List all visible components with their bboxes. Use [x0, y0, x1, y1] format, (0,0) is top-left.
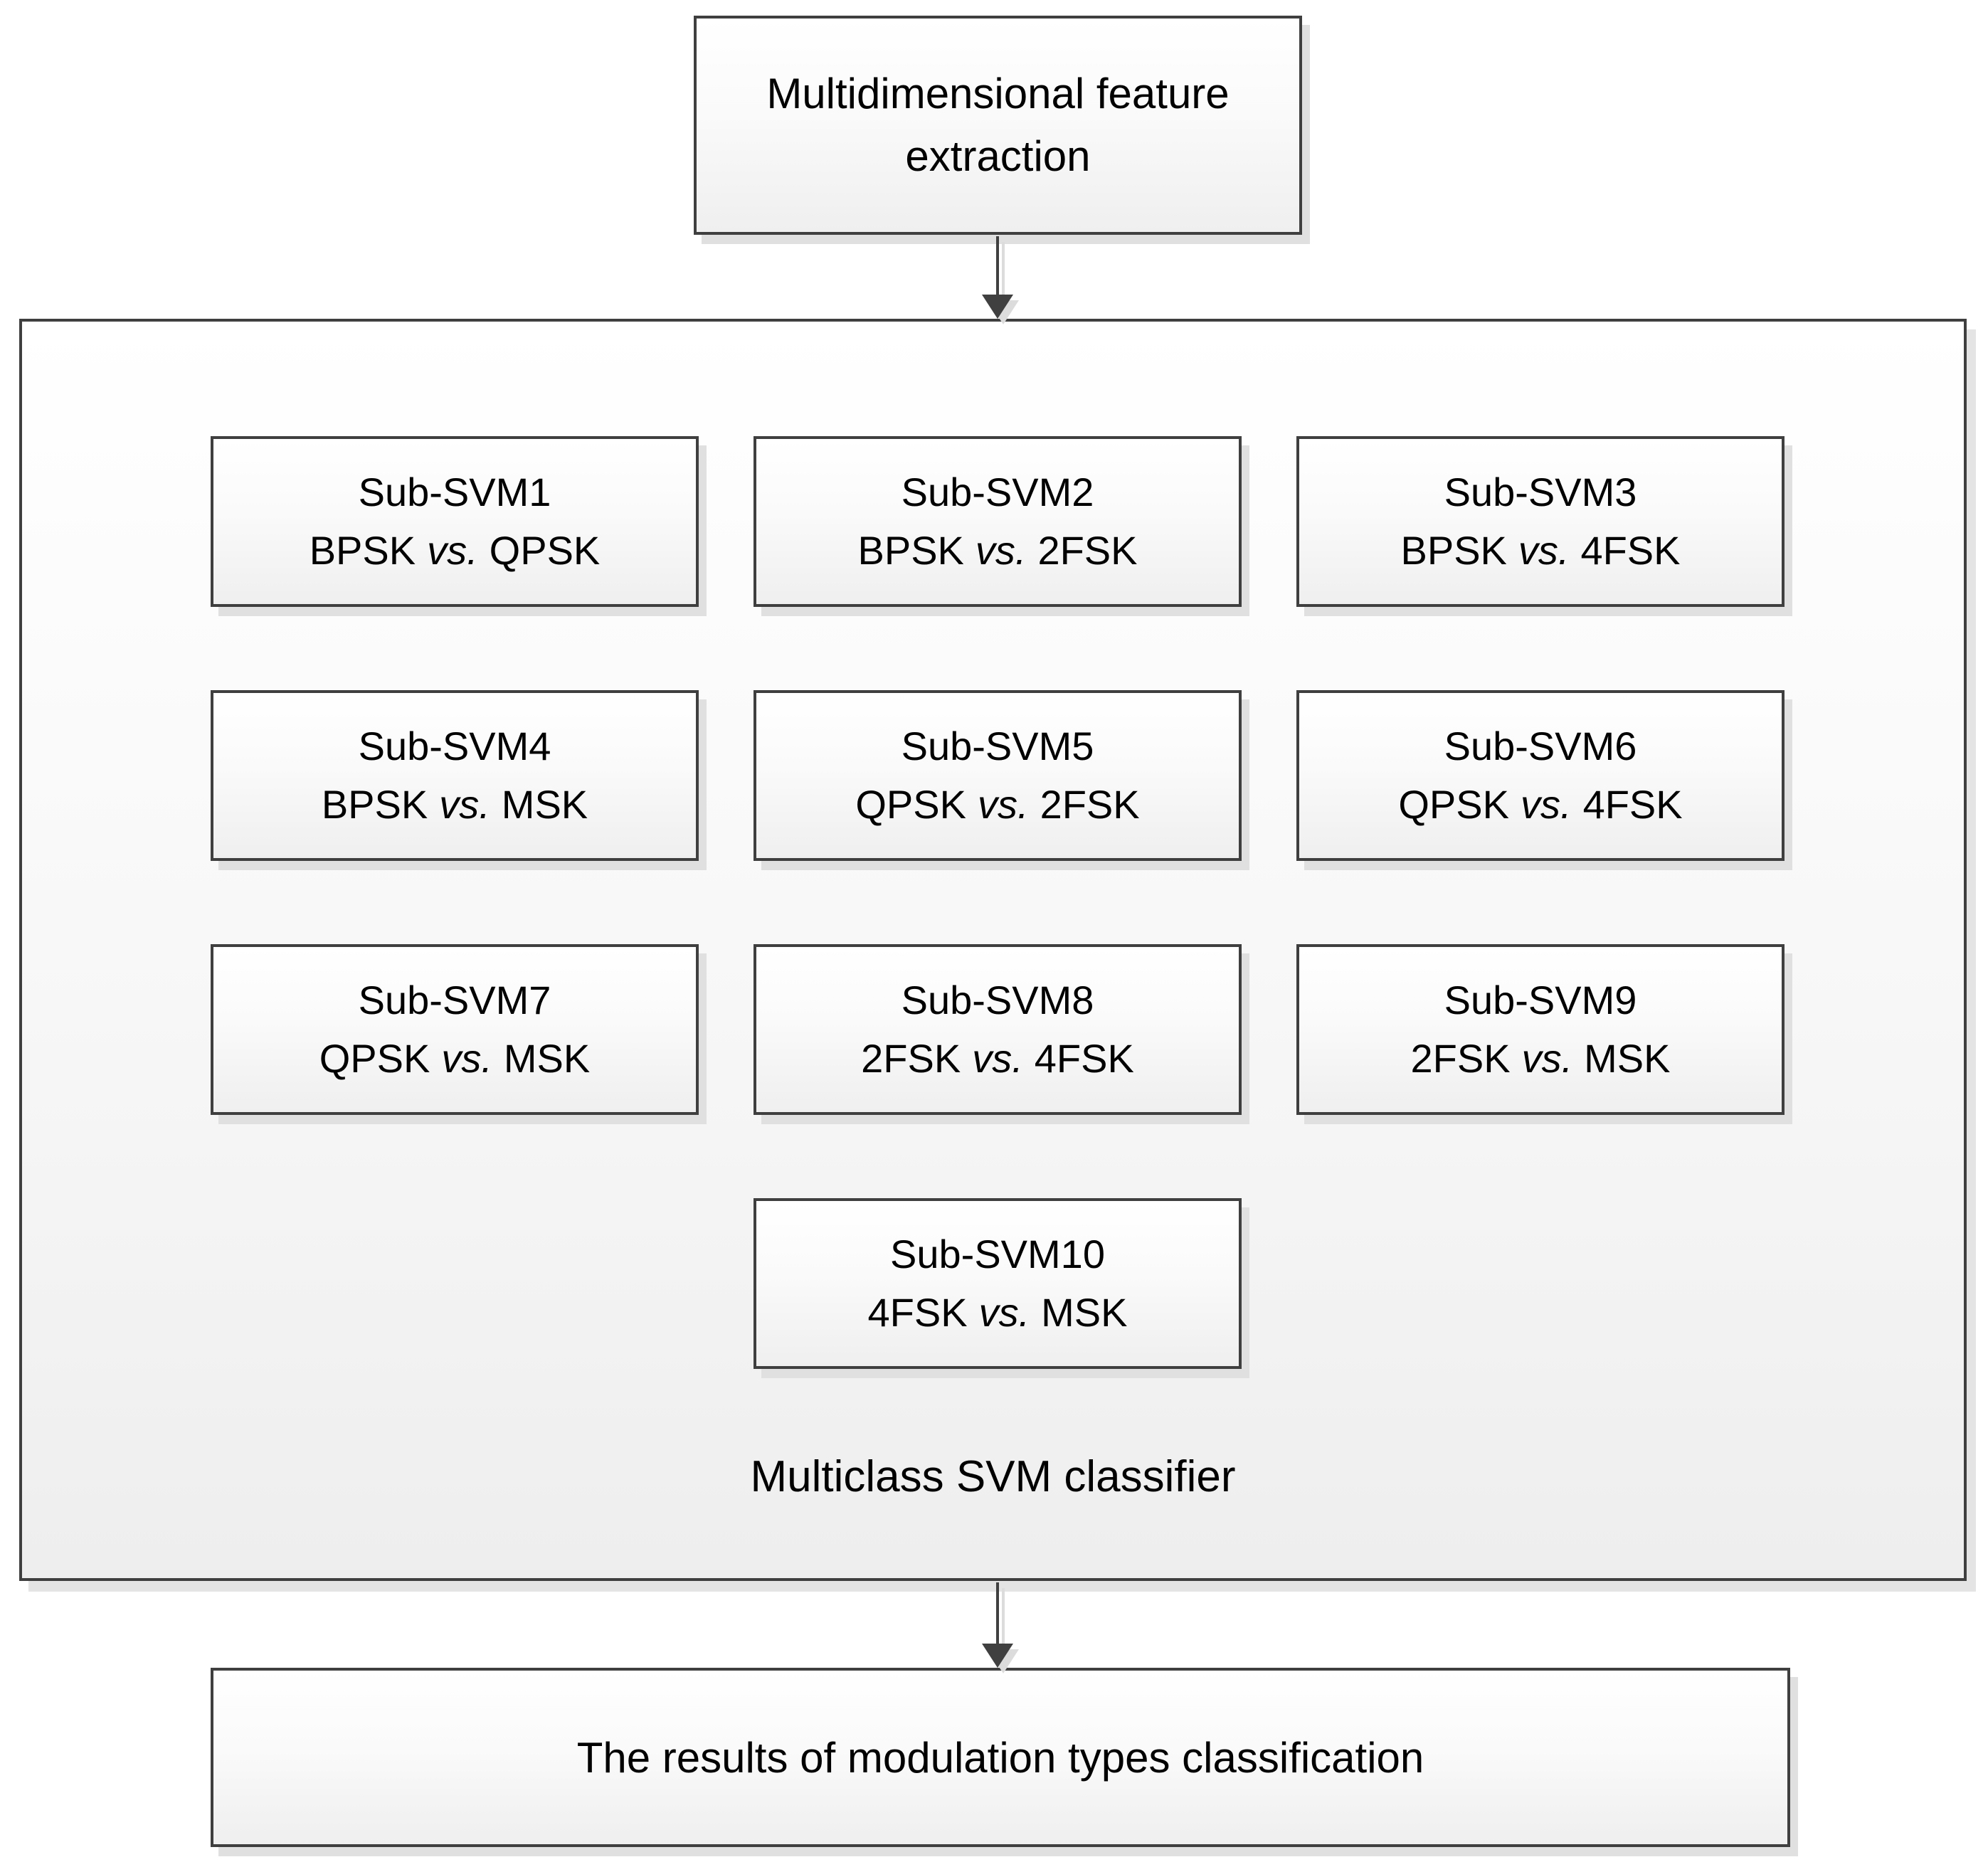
pair-vs: vs.: [441, 1036, 492, 1081]
sub-svm1-name: Sub-SVM1: [358, 470, 551, 514]
pair-left: BPSK: [1400, 528, 1507, 573]
pair-right: QPSK: [489, 528, 601, 573]
sub-svm1-box: Sub-SVM1 BPSK vs. QPSK: [211, 436, 699, 607]
pair-left: QPSK: [319, 1036, 430, 1081]
sub-svm4-pair: BPSK vs. MSK: [322, 776, 588, 834]
pair-right: MSK: [1041, 1290, 1128, 1335]
arrow-head-icon: [982, 1644, 1013, 1668]
pair-vs: vs.: [1518, 528, 1570, 573]
pair-vs: vs.: [1521, 782, 1572, 827]
sub-svm5-pair: QPSK vs. 2FSK: [855, 776, 1139, 834]
pair-left: BPSK: [857, 528, 964, 573]
pair-right: 4FSK: [1582, 782, 1683, 827]
sub-svm4-name: Sub-SVM4: [358, 724, 551, 768]
sub-svm2-name: Sub-SVM2: [901, 470, 1094, 514]
sub-svm7-box: Sub-SVM7 QPSK vs. MSK: [211, 944, 699, 1115]
pair-vs: vs.: [427, 528, 478, 573]
sub-svm3-box: Sub-SVM3 BPSK vs. 4FSK: [1296, 436, 1785, 607]
sub-svm5-name: Sub-SVM5: [901, 724, 1094, 768]
arrow-line: [996, 1582, 999, 1645]
sub-svm6-name: Sub-SVM6: [1444, 724, 1637, 768]
arrow-head-icon: [982, 295, 1013, 319]
pair-left: 2FSK: [861, 1036, 961, 1081]
sub-svm10-box: Sub-SVM10 4FSK vs. MSK: [754, 1198, 1242, 1369]
sub-svm3-name: Sub-SVM3: [1444, 470, 1637, 514]
pair-right: MSK: [501, 782, 588, 827]
sub-svm7-name: Sub-SVM7: [358, 978, 551, 1022]
pair-right: 2FSK: [1037, 528, 1138, 573]
pair-left: 2FSK: [1410, 1036, 1511, 1081]
pair-left: QPSK: [855, 782, 966, 827]
sub-svm4-box: Sub-SVM4 BPSK vs. MSK: [211, 690, 699, 861]
sub-svm9-name: Sub-SVM9: [1444, 978, 1637, 1022]
pair-vs: vs.: [439, 782, 490, 827]
multiclass-svm-label: Multiclass SVM classifier: [750, 1452, 1236, 1501]
arrow-line: [996, 236, 999, 296]
pair-vs: vs.: [978, 1290, 1030, 1335]
sub-svm8-box: Sub-SVM8 2FSK vs. 4FSK: [754, 944, 1242, 1115]
sub-svm7-pair: QPSK vs. MSK: [319, 1030, 591, 1088]
sub-svm8-name: Sub-SVM8: [901, 978, 1094, 1022]
pair-vs: vs.: [978, 782, 1029, 827]
pair-left: BPSK: [309, 528, 416, 573]
sub-svm8-pair: 2FSK vs. 4FSK: [861, 1030, 1134, 1088]
pair-left: QPSK: [1398, 782, 1509, 827]
results-label: The results of modulation types classifi…: [576, 1733, 1424, 1782]
arrow-shadow-line: [1002, 242, 1005, 299]
sub-svm10-pair: 4FSK vs. MSK: [868, 1284, 1128, 1342]
sub-svm9-box: Sub-SVM9 2FSK vs. MSK: [1296, 944, 1785, 1115]
pair-right: 4FSK: [1034, 1036, 1134, 1081]
pair-vs: vs.: [975, 528, 1027, 573]
sub-svm2-box: Sub-SVM2 BPSK vs. 2FSK: [754, 436, 1242, 607]
pair-left: BPSK: [321, 782, 428, 827]
sub-svm3-pair: BPSK vs. 4FSK: [1400, 522, 1680, 580]
pair-right: MSK: [503, 1036, 591, 1081]
sub-svm2-pair: BPSK vs. 2FSK: [857, 522, 1137, 580]
results-box: The results of modulation types classifi…: [211, 1668, 1790, 1847]
pair-right: 4FSK: [1580, 528, 1681, 573]
pair-left: 4FSK: [867, 1290, 968, 1335]
pair-vs: vs.: [1521, 1036, 1573, 1081]
sub-svm1-pair: BPSK vs. QPSK: [310, 522, 601, 580]
sub-svm10-name: Sub-SVM10: [890, 1232, 1105, 1276]
sub-svm9-pair: 2FSK vs. MSK: [1411, 1030, 1671, 1088]
feature-extraction-box: Multidimensional feature extraction: [694, 16, 1302, 235]
sub-svm6-box: Sub-SVM6 QPSK vs. 4FSK: [1296, 690, 1785, 861]
sub-svm6-pair: QPSK vs. 4FSK: [1398, 776, 1682, 834]
pair-vs: vs.: [972, 1036, 1023, 1081]
arrow-shadow-line: [1002, 1588, 1005, 1644]
feature-extraction-label: Multidimensional feature extraction: [766, 70, 1230, 180]
sub-svm5-box: Sub-SVM5 QPSK vs. 2FSK: [754, 690, 1242, 861]
pair-right: 2FSK: [1040, 782, 1140, 827]
pair-right: MSK: [1584, 1036, 1671, 1081]
